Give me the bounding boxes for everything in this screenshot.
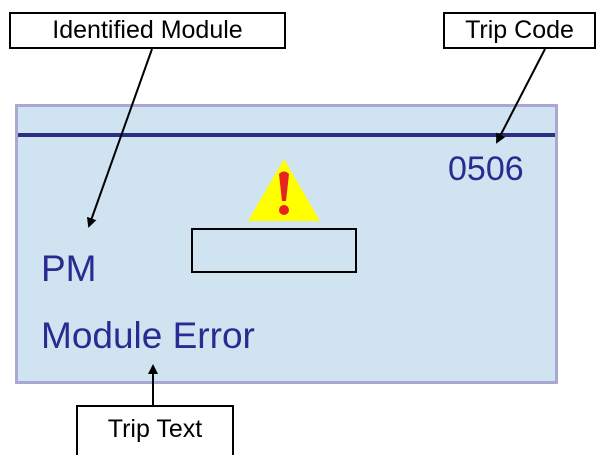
display-header-line [18,133,555,137]
trip-code-arrow [496,48,546,144]
trip-text-callout-label: Trip Text [107,415,203,443]
empty-display-field [191,228,357,273]
warning-exclamation-dot [279,205,289,215]
warning-exclamation-bar [279,171,289,201]
trip-code-callout: Trip Code [443,12,596,49]
identified-module-arrow [86,48,153,228]
module-identifier: PM [41,248,97,289]
identified-module-callout-label: Identified Module [52,16,243,44]
trip-text-value: Module Error [41,315,255,356]
warning-triangle-icon [246,157,322,223]
keypad-display-screen: 0506 PM Module Error [15,104,558,384]
trip-code-value: 0506 [448,150,524,188]
identified-module-callout: Identified Module [9,12,286,49]
trip-code-callout-label: Trip Code [465,16,574,44]
trip-text-callout: Trip Text [76,405,234,455]
